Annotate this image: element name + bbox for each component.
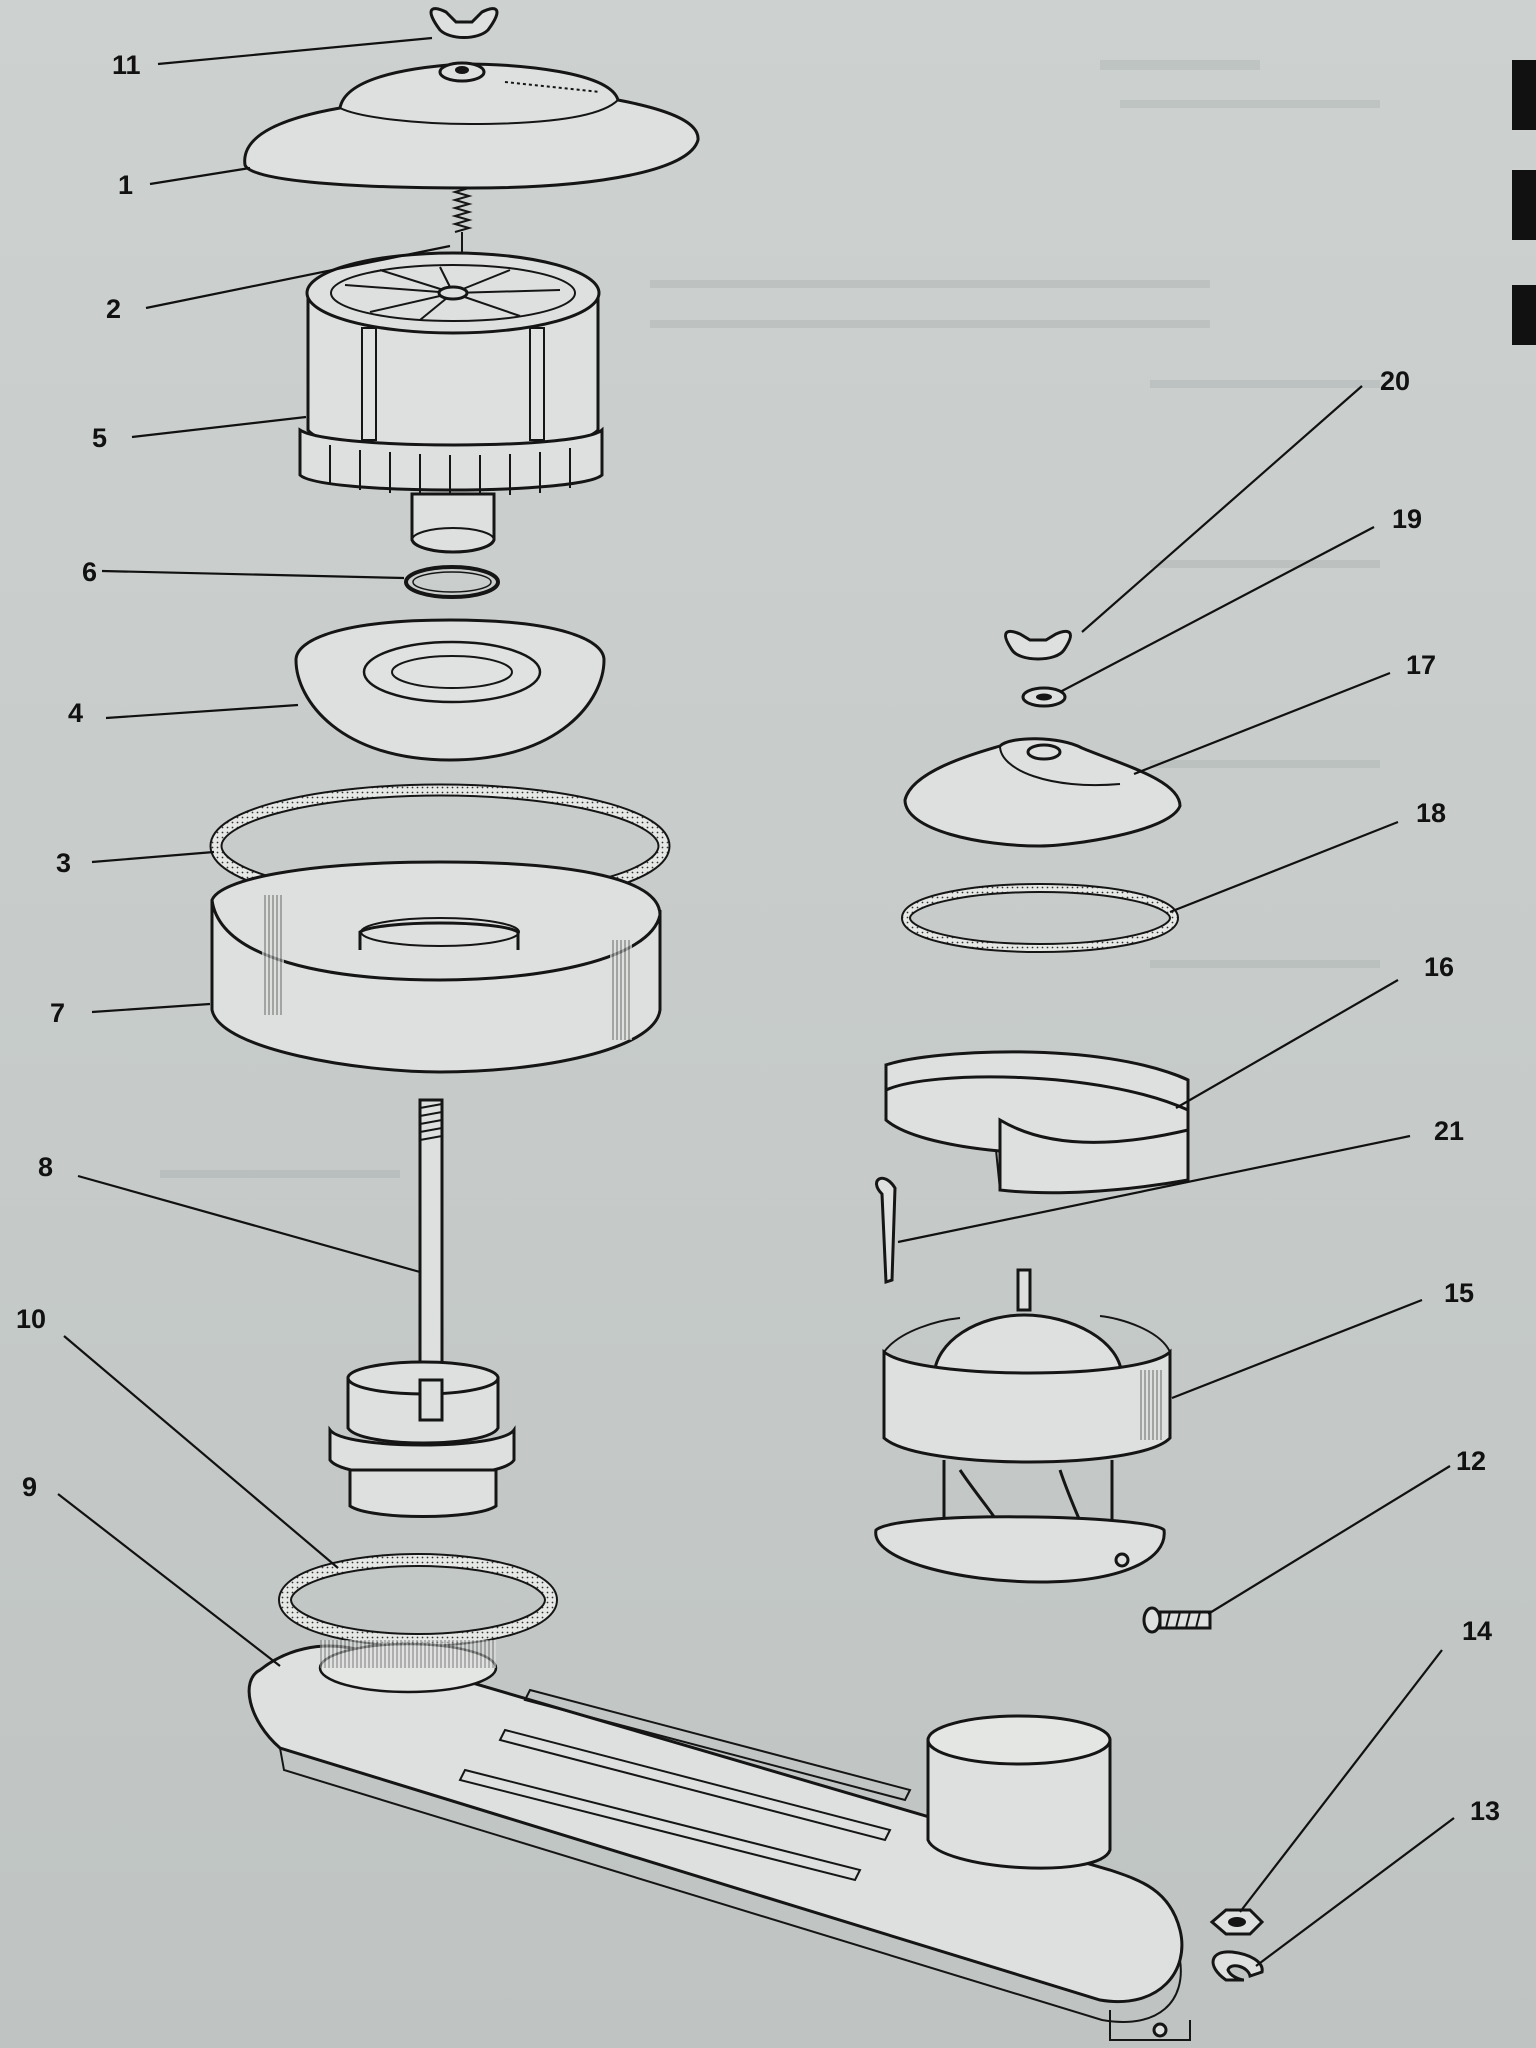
part-hex-nut: [1209, 1908, 1265, 1936]
callout-12: 12: [1456, 1446, 1486, 1476]
callout-3: 3: [56, 848, 71, 878]
callout-19: 19: [1392, 504, 1422, 534]
callout-8: 8: [38, 1152, 53, 1182]
part-o-ring-small: [404, 565, 500, 599]
part-screw: [1142, 1606, 1212, 1634]
part-dome-cap: [903, 737, 1182, 848]
callout-6: 6: [82, 557, 97, 587]
callout-21: 21: [1434, 1116, 1464, 1146]
part-pre-cleaner: [874, 1268, 1172, 1584]
callout-18: 18: [1416, 798, 1446, 828]
part-filter-element: [298, 251, 604, 554]
callout-11: 11: [112, 50, 141, 80]
callout-10: 10: [16, 1304, 46, 1334]
part-top-cover: [243, 61, 700, 190]
part-wing-nut: [429, 7, 499, 39]
part-stud-bolt: [328, 1098, 516, 1518]
background-ghost-print: [160, 60, 1380, 1178]
part-bowl: [210, 860, 662, 1074]
callout-17: 17: [1406, 650, 1436, 680]
part-washer: [1021, 686, 1067, 708]
callout-15: 15: [1444, 1278, 1474, 1308]
part-mesh-band: [884, 1050, 1190, 1195]
part-mesh-ring: [294, 618, 606, 762]
callout-13: 13: [1470, 1796, 1500, 1826]
callout-numbers: 11 1 2 5 6 4 3 7 8 10 9 20 19 17 18 16 2…: [16, 50, 1500, 1826]
callout-5: 5: [92, 423, 107, 453]
page-edge-tabs: [1512, 60, 1536, 345]
callout-1: 1: [118, 170, 133, 200]
callout-16: 16: [1424, 952, 1454, 982]
callout-2: 2: [106, 294, 121, 324]
part-cotter-pin: [875, 1176, 897, 1285]
callout-9: 9: [22, 1472, 37, 1502]
part-ring-gasket-right: [901, 883, 1179, 953]
callout-20: 20: [1380, 366, 1410, 396]
callout-14: 14: [1462, 1616, 1492, 1646]
leader-lines: [57, 36, 1455, 1967]
part-gasket-base: [278, 1553, 558, 1647]
part-lock-washer: [1211, 1950, 1264, 1982]
part-base-manifold: [247, 1640, 1191, 2041]
part-wing-nut-small: [1004, 629, 1072, 661]
callout-7: 7: [50, 998, 65, 1028]
callout-4: 4: [68, 698, 83, 728]
